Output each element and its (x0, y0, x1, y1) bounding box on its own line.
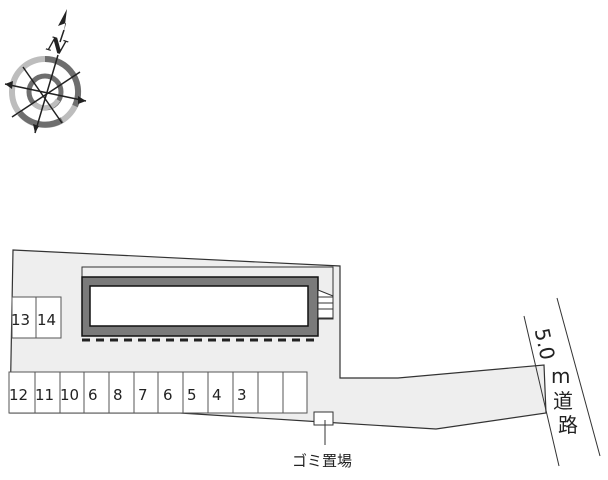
parking-space: 5 (187, 386, 197, 404)
parking-row-bottom: 12 11 10 6 8 7 6 5 4 3 (8, 371, 308, 414)
parking-space: 10 (60, 386, 79, 404)
parking-space: 3 (237, 386, 247, 404)
parking-space-13: 13 (11, 311, 30, 329)
road: 5.0 m 道 路 (523, 297, 601, 467)
parking-row-top: 13 14 (11, 296, 62, 339)
parking-space: 6 (163, 386, 173, 404)
parking-space: 7 (138, 386, 148, 404)
stairs (317, 289, 334, 319)
road-char-1: 道 (553, 389, 573, 413)
parking-space: 8 (113, 386, 123, 404)
parking-space: 11 (35, 386, 54, 404)
road-unit: m (551, 364, 570, 388)
parking-space: 12 (9, 386, 28, 404)
garbage-label: ゴミ置場 (292, 452, 352, 470)
parking-space: 6 (88, 386, 98, 404)
parking-space-14: 14 (37, 311, 56, 329)
garbage-area: ゴミ置場 (292, 411, 352, 470)
compass-icon: N (4, 9, 87, 134)
building (81, 276, 319, 342)
road-width: 5.0 (530, 326, 560, 362)
parking-space: 4 (212, 386, 222, 404)
road-char-2: 路 (558, 413, 578, 437)
north-label: N (44, 31, 70, 60)
